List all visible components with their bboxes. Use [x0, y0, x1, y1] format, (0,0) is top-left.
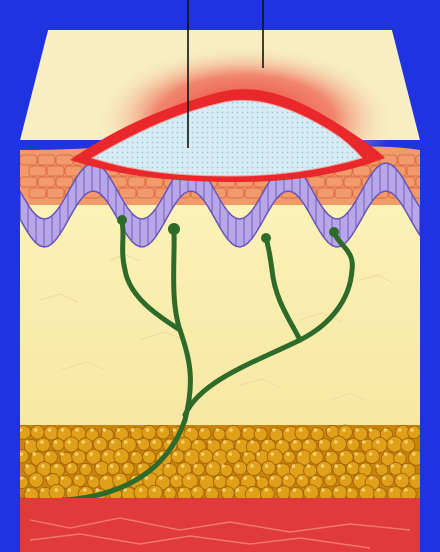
dermis-layer: [20, 205, 420, 440]
